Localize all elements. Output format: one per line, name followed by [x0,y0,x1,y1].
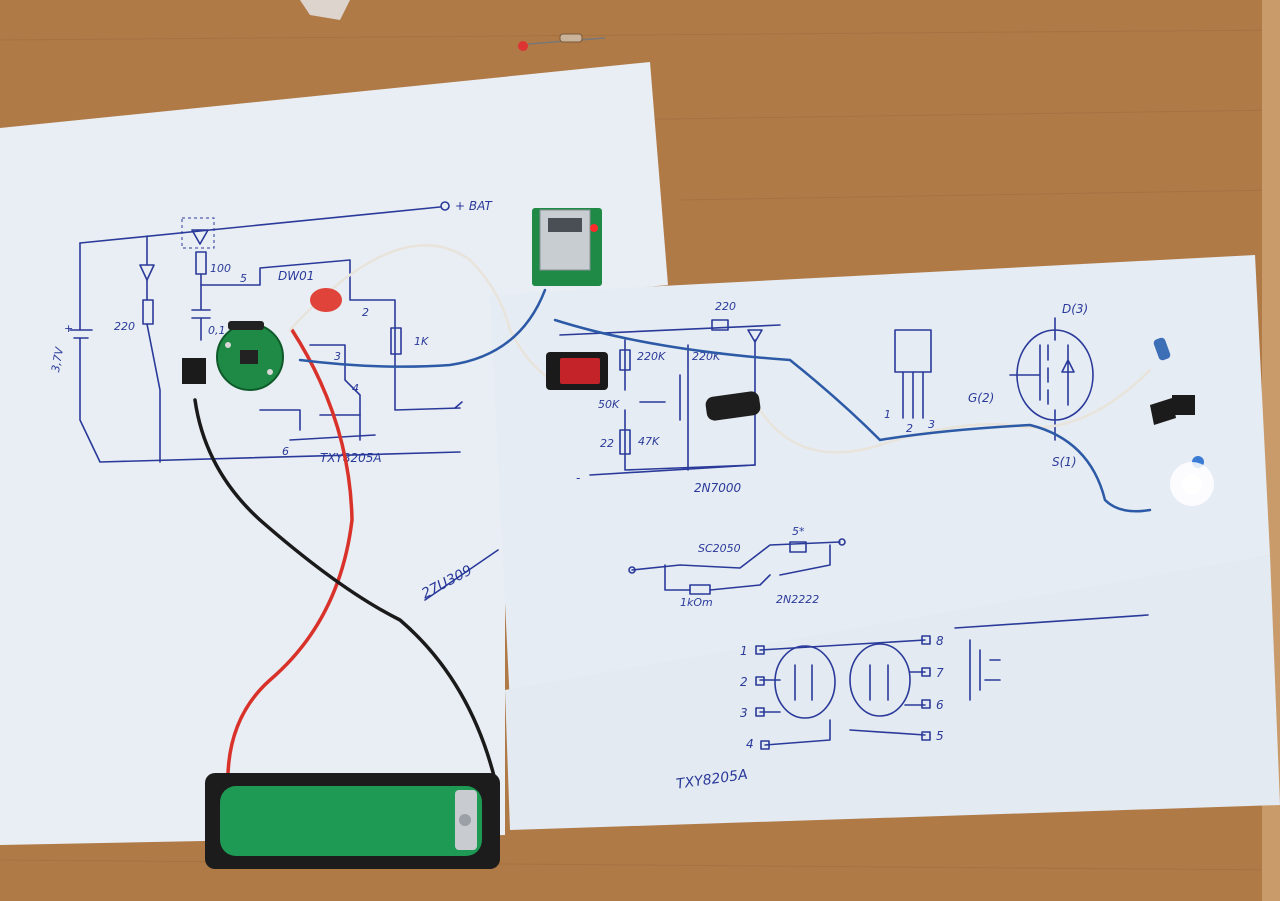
label-cap: 0,1 [208,324,226,337]
label-pin1: 1 [884,408,891,421]
pin-left-2: 2 [740,675,748,689]
label-2n7000: 2N7000 [694,481,742,495]
label-voltage: 3,7V [49,345,66,373]
label-dw01: DW01 [278,269,314,283]
label-r220k-a: 220K [637,350,666,363]
pin-left-3: 3 [740,706,748,720]
pin-left-4: 4 [746,737,754,751]
pin-left-1: 1 [740,644,748,658]
label-r1k: 1K [414,335,429,348]
label-r50k: 50K [598,398,620,411]
label-source: S(1) [1052,455,1077,469]
label-gate: G(2) [968,391,994,405]
rocker-switch [546,352,608,390]
pin-right-5: 5 [936,729,944,743]
label-r100: 100 [210,262,231,275]
label-r22: 22 [600,437,614,450]
paper-sheet-bottom [505,555,1280,830]
label-txy-left: TXY8205A [320,451,382,465]
battery-holder [205,773,500,869]
label-pin5: 5 [240,272,247,285]
wire-black [193,398,497,782]
label-pin2: 2 [362,306,369,319]
wire-red [226,328,354,792]
protection-pcb [216,323,284,391]
usb-charger-module [532,208,602,286]
wire-white-2 [758,368,1152,454]
label-pin4: 4 [352,382,359,395]
label-r220-left: 220 [114,320,135,333]
label-sc2050: SC2050 [698,542,741,555]
paper-sheet-left [0,62,668,845]
label-pin6: 6 [282,445,289,458]
wire-white-1 [288,244,562,387]
pin-right-6: 6 [936,698,944,712]
label-minus: - [576,471,580,485]
red-led [310,288,342,312]
right-components [1150,337,1214,506]
electrolytic-capacitor [705,391,761,421]
label-r5: 5* [792,525,805,538]
pin-right-8: 8 [936,634,944,648]
label-r47k: 47K [638,435,660,448]
label-2n2222: 2N2222 [776,593,819,606]
wire-blue-2 [553,318,1152,513]
wire-blue-1 [298,288,547,368]
label-pin3-r: 3 [928,418,935,431]
label-r220-right: 220 [715,300,736,313]
transistor-left [182,358,206,384]
label-pin3: 3 [334,350,341,363]
label-1kom: 1kOm [680,596,713,609]
label-pin2-r: 2 [906,422,913,435]
label-bat: + BAT [455,199,493,213]
loose-components [300,0,606,51]
pin-right-7: 7 [936,666,944,680]
wires [193,244,1152,792]
diode [228,321,264,330]
label-plus: + [64,322,73,335]
label-drain: D(3) [1062,302,1088,316]
